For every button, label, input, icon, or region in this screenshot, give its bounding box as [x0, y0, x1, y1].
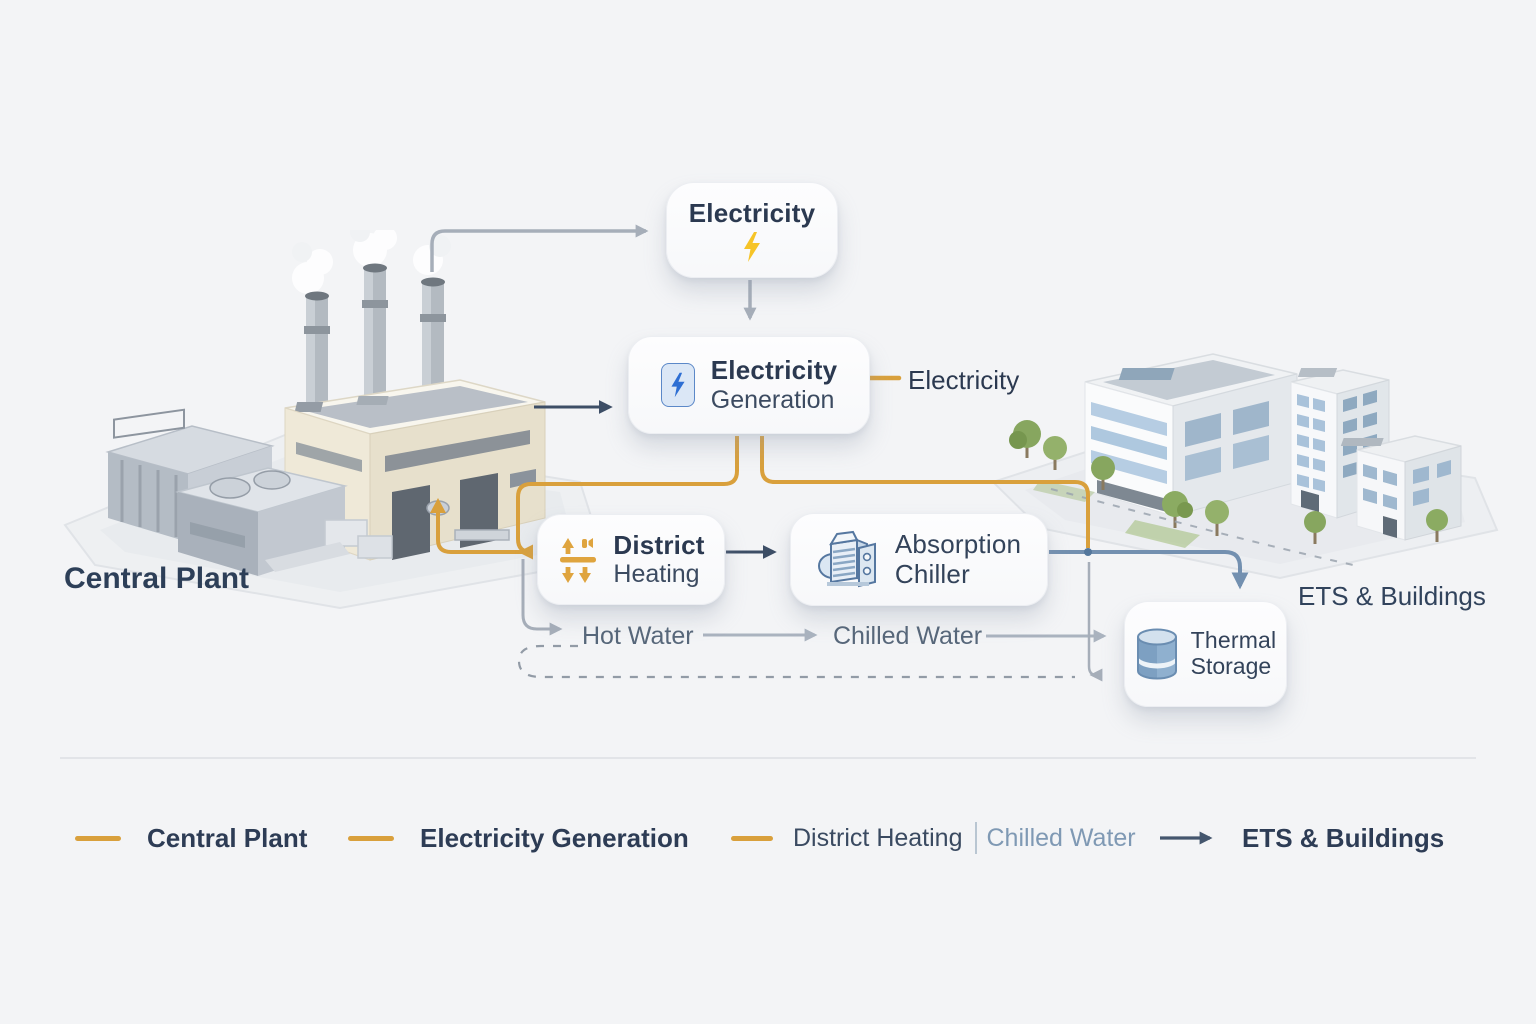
- plant-industrial-units: [105, 408, 510, 576]
- thermal-storage-node-title: Thermal: [1190, 627, 1277, 654]
- chiller-node-title: Absorption: [894, 529, 1022, 560]
- electricity-node[interactable]: Electricity: [666, 182, 838, 278]
- legend-item-ets-buildings: ETS & Buildings: [1158, 818, 1444, 858]
- chilled-water-label: Chilled Water: [833, 622, 983, 650]
- thermal-storage-node[interactable]: Thermal Storage: [1124, 601, 1287, 707]
- trees: [1009, 420, 1448, 548]
- orange-line-swatch: [731, 835, 773, 841]
- legend-district-heating-label: District Heating: [793, 823, 963, 852]
- legend-item-central-plant: Central Plant: [75, 818, 307, 858]
- plant-to-electricity-line: [430, 224, 649, 272]
- district-heating-node-title: District: [613, 529, 705, 560]
- plant-main-building: [284, 379, 546, 561]
- arrow-swatch: [1160, 831, 1213, 845]
- legend-separator: [974, 822, 977, 854]
- chiller-to-thermal-storage-line: [1049, 550, 1249, 590]
- legend-ets-buildings-label: ETS & Buildings: [1242, 822, 1445, 853]
- chimneys: [304, 263, 446, 418]
- legend-item-electricity-generation: Electricity Generation: [348, 818, 689, 858]
- district-heating-node-subtitle: Heating: [613, 560, 700, 589]
- storage-cylinder-icon: [1136, 628, 1177, 680]
- smoke-plumes: [292, 230, 451, 294]
- legend-item-district-heating-chilled-water: District Heating Chilled Water: [731, 818, 1136, 858]
- district-heating-to-plant-line: [436, 510, 524, 554]
- legend-chilled-water-label: Chilled Water: [986, 823, 1136, 852]
- buildings-boundary-dashed-line: [1050, 488, 1359, 567]
- orange-line-swatch: [348, 835, 394, 841]
- generation-node-title: Electricity: [710, 355, 838, 386]
- office-building-small: [1340, 435, 1462, 541]
- electricity-generation-node[interactable]: Electricity Generation: [628, 336, 870, 434]
- electricity-node-label: Electricity: [688, 198, 816, 228]
- legend-electricity-generation-label: Electricity Generation: [420, 822, 689, 853]
- yellow-lightning-bolt-icon: [744, 232, 760, 262]
- absorption-chiller-node[interactable]: Absorption Chiller: [790, 513, 1048, 606]
- junction-to-storage-drop-line: [1087, 562, 1103, 682]
- office-building-tower: [1290, 368, 1390, 519]
- thermal-storage-node-subtitle: Storage: [1190, 653, 1272, 679]
- legend-divider: [60, 757, 1476, 759]
- district-heating-node[interactable]: District Heating: [537, 514, 725, 605]
- office-building-large: [1084, 353, 1298, 517]
- heat-exchange-arrows-icon: [560, 537, 597, 583]
- central-plant-label: Central Plant: [64, 562, 250, 595]
- generation-node-subtitle: Generation: [710, 385, 835, 414]
- ets-buildings-illustration: [991, 353, 1499, 580]
- electricity-flow-label: Electricity: [908, 365, 1020, 395]
- hot-water-label: Hot Water: [582, 622, 694, 650]
- chiller-machine-icon: [817, 530, 876, 587]
- chiller-node-subtitle: Chiller: [894, 558, 970, 589]
- legend-central-plant-label: Central Plant: [147, 822, 308, 853]
- up-arrowhead: [430, 498, 446, 513]
- line-junction-dot: [1084, 548, 1092, 556]
- orange-line-swatch: [75, 835, 121, 841]
- blue-lightning-bolt-icon: [660, 363, 695, 407]
- ets-buildings-label: ETS & Buildings: [1298, 581, 1486, 611]
